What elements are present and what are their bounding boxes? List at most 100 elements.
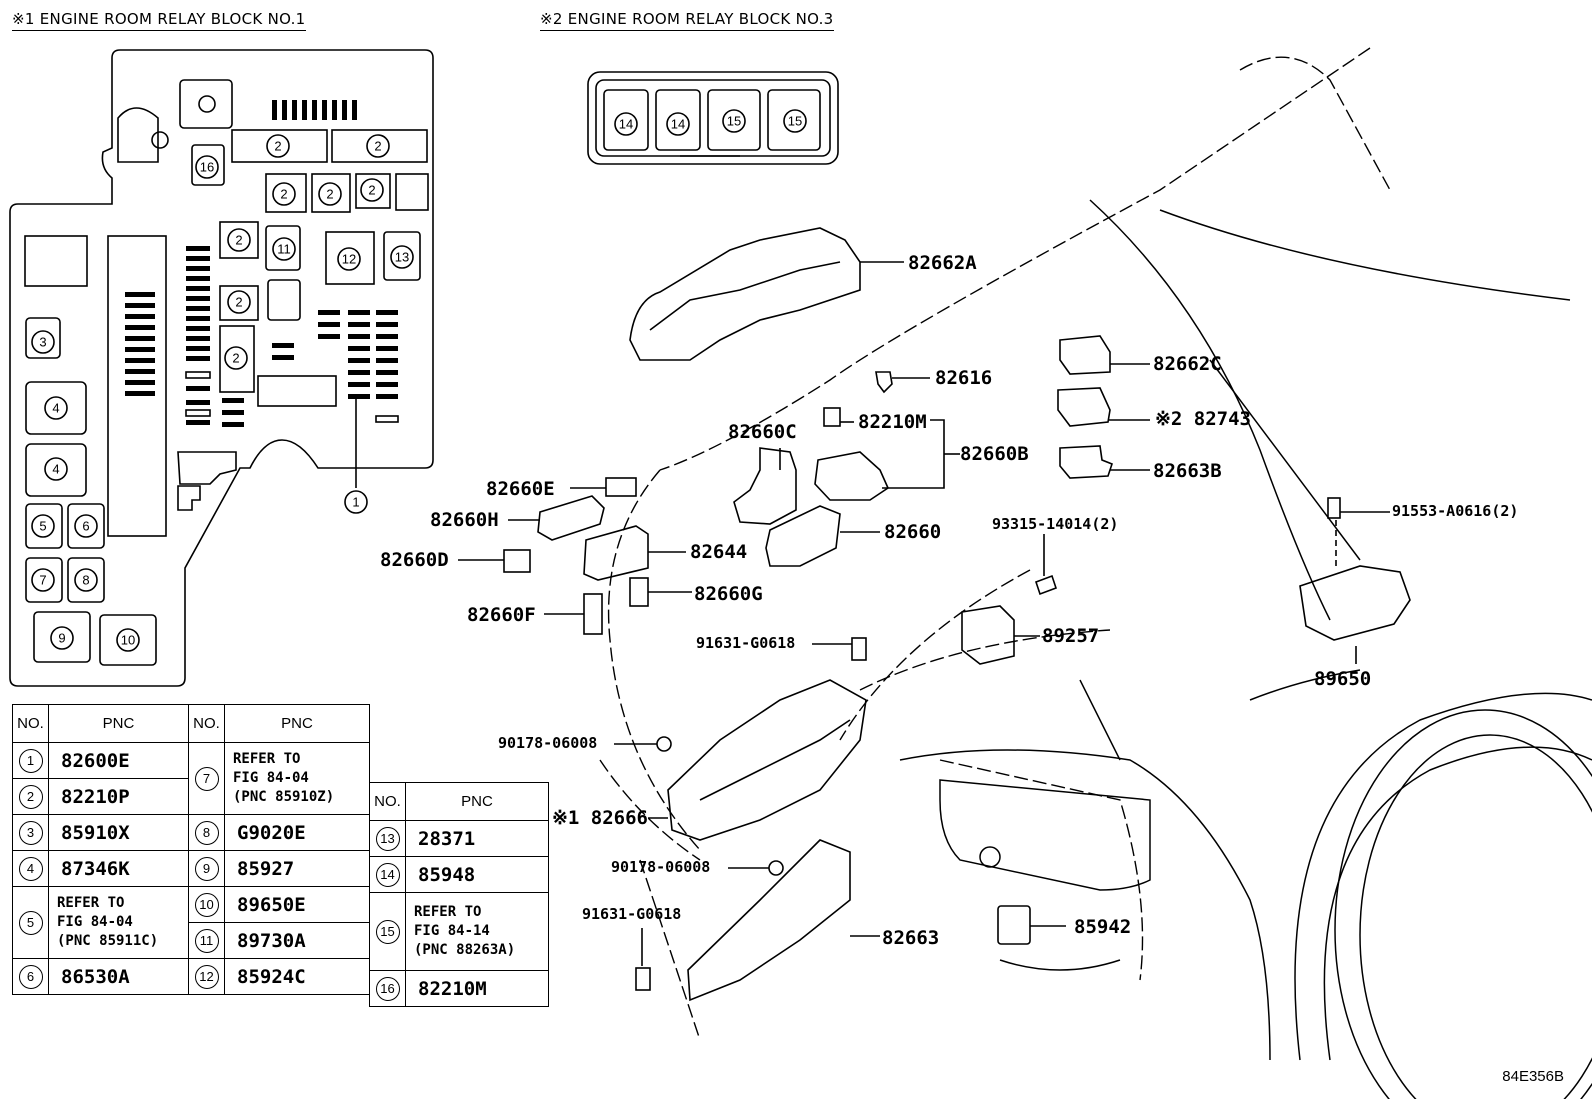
- ref-number: 11: [194, 928, 219, 953]
- label-82660H: 82660H: [430, 509, 499, 531]
- pnc-value: 82210P: [48, 778, 189, 815]
- label-82644: 82644: [690, 541, 748, 563]
- part-89257: [961, 605, 1040, 665]
- label-82660B: 82660B: [960, 443, 1029, 465]
- pnc-value: 28371: [405, 820, 549, 857]
- ref-circle-number: 6: [82, 519, 89, 534]
- ref-circle: [272, 182, 296, 206]
- ref-circle: [44, 396, 68, 420]
- part-82743: [1057, 387, 1150, 427]
- diagram-code: 84E356B: [1502, 1068, 1564, 1085]
- part-82616: [875, 371, 930, 394]
- ref-number: 4: [18, 856, 43, 881]
- ref-circle: [266, 134, 290, 158]
- label-91631-G0618-upper: 91631-G0618: [696, 634, 796, 652]
- ref-circle: [783, 109, 807, 133]
- ref-number: 7: [194, 766, 219, 791]
- ref-circle: [74, 514, 98, 538]
- ref-circle-number: 2: [368, 183, 375, 198]
- pnc-value: 82210M: [405, 970, 549, 1007]
- pnc-value: 85924C: [224, 958, 370, 995]
- ref-circle-number: 10: [121, 633, 135, 648]
- pnc-value: 89730A: [224, 922, 370, 959]
- ref-circle: [31, 568, 55, 592]
- part-82663-undercover: [687, 839, 880, 1002]
- part-82210M: [823, 407, 854, 427]
- part-82660: [765, 505, 880, 567]
- ref-circle-number: 7: [39, 573, 46, 588]
- ref-circle: [31, 514, 55, 538]
- label-85942: 85942: [1074, 916, 1132, 938]
- ref-circle: [74, 568, 98, 592]
- pnc-value: 85910X: [48, 814, 189, 851]
- ref-circle: [337, 247, 361, 271]
- part-82662A-cover: [629, 227, 904, 361]
- ref-number: 8: [194, 820, 219, 845]
- ref-circle-number: 8: [82, 573, 89, 588]
- ref-circle: [195, 155, 219, 179]
- label-82743: ※2 82743: [1155, 408, 1251, 430]
- ref-number: 16: [375, 976, 400, 1001]
- ref-circle: [390, 245, 414, 269]
- label-91631-G0618-lower: 91631-G0618: [582, 905, 682, 923]
- ref-number: 6: [18, 964, 43, 989]
- ref-circle-number: 2: [280, 187, 287, 202]
- label-82666: ※1 82666: [552, 807, 648, 829]
- pnc-value: 82600E: [48, 742, 189, 779]
- ref-number: 10: [194, 892, 219, 917]
- ref-circle: [722, 109, 746, 133]
- part-82660D: [458, 549, 531, 573]
- label-89650: 89650: [1314, 668, 1372, 690]
- ref-circle-number: 15: [788, 114, 802, 129]
- ref-circle: [272, 237, 296, 261]
- relay-block-no3-header: ※2 ENGINE ROOM RELAY BLOCK NO.3: [540, 10, 834, 31]
- ref-circle-number: 15: [727, 114, 741, 129]
- label-82660G: 82660G: [694, 583, 763, 605]
- table-header-no: NO.: [188, 704, 225, 743]
- ref-circle-number: 13: [395, 250, 409, 265]
- part-82662C: [1059, 335, 1150, 375]
- ref-circle-number: 2: [232, 351, 239, 366]
- part-93315-bolt: [1034, 534, 1058, 596]
- part-89650: [1299, 497, 1411, 664]
- ref-circle: [44, 457, 68, 481]
- ref-circle-number: 9: [58, 631, 65, 646]
- part-82663B: [1059, 445, 1150, 479]
- table-header-no: NO.: [369, 782, 406, 821]
- label-90178-06008-upper: 90178-06008: [498, 734, 598, 752]
- label-82210M: 82210M: [858, 411, 927, 433]
- part-82660H: [508, 495, 605, 541]
- ref-circle: [614, 112, 638, 136]
- part-85942: [997, 905, 1066, 945]
- ref-circle-number: 2: [235, 295, 242, 310]
- ref-number: 12: [194, 964, 219, 989]
- part-82666-bracket: [648, 679, 867, 841]
- part-82660E: [570, 477, 637, 497]
- part-82660B: [814, 419, 960, 501]
- ref-circle: [666, 112, 690, 136]
- ref-circle-number: 3: [39, 335, 46, 350]
- label-91553-A0616: 91553-A0616(2): [1392, 502, 1519, 520]
- ref-circle-number: 2: [374, 139, 381, 154]
- table-header-pnc: PNC: [405, 782, 549, 821]
- ref-circle-number: 2: [274, 139, 281, 154]
- label-82616: 82616: [935, 367, 993, 389]
- part-82660G: [629, 577, 692, 607]
- ref-circle-number: 1: [352, 495, 359, 510]
- label-89257: 89257: [1042, 625, 1100, 647]
- table-header-pnc: PNC: [48, 704, 189, 743]
- ref-circle: [116, 628, 140, 652]
- label-82662C: 82662C: [1153, 353, 1222, 375]
- part-91631-bolt-lower: [635, 928, 651, 991]
- ref-circle: [318, 182, 342, 206]
- ref-circle: [31, 330, 55, 354]
- ref-number: 1: [18, 748, 43, 773]
- pnc-value: G9020E: [224, 814, 370, 851]
- ref-number: 5: [18, 910, 43, 935]
- vehicle-body-solid: [899, 199, 1592, 1099]
- ref-circle: [50, 626, 74, 650]
